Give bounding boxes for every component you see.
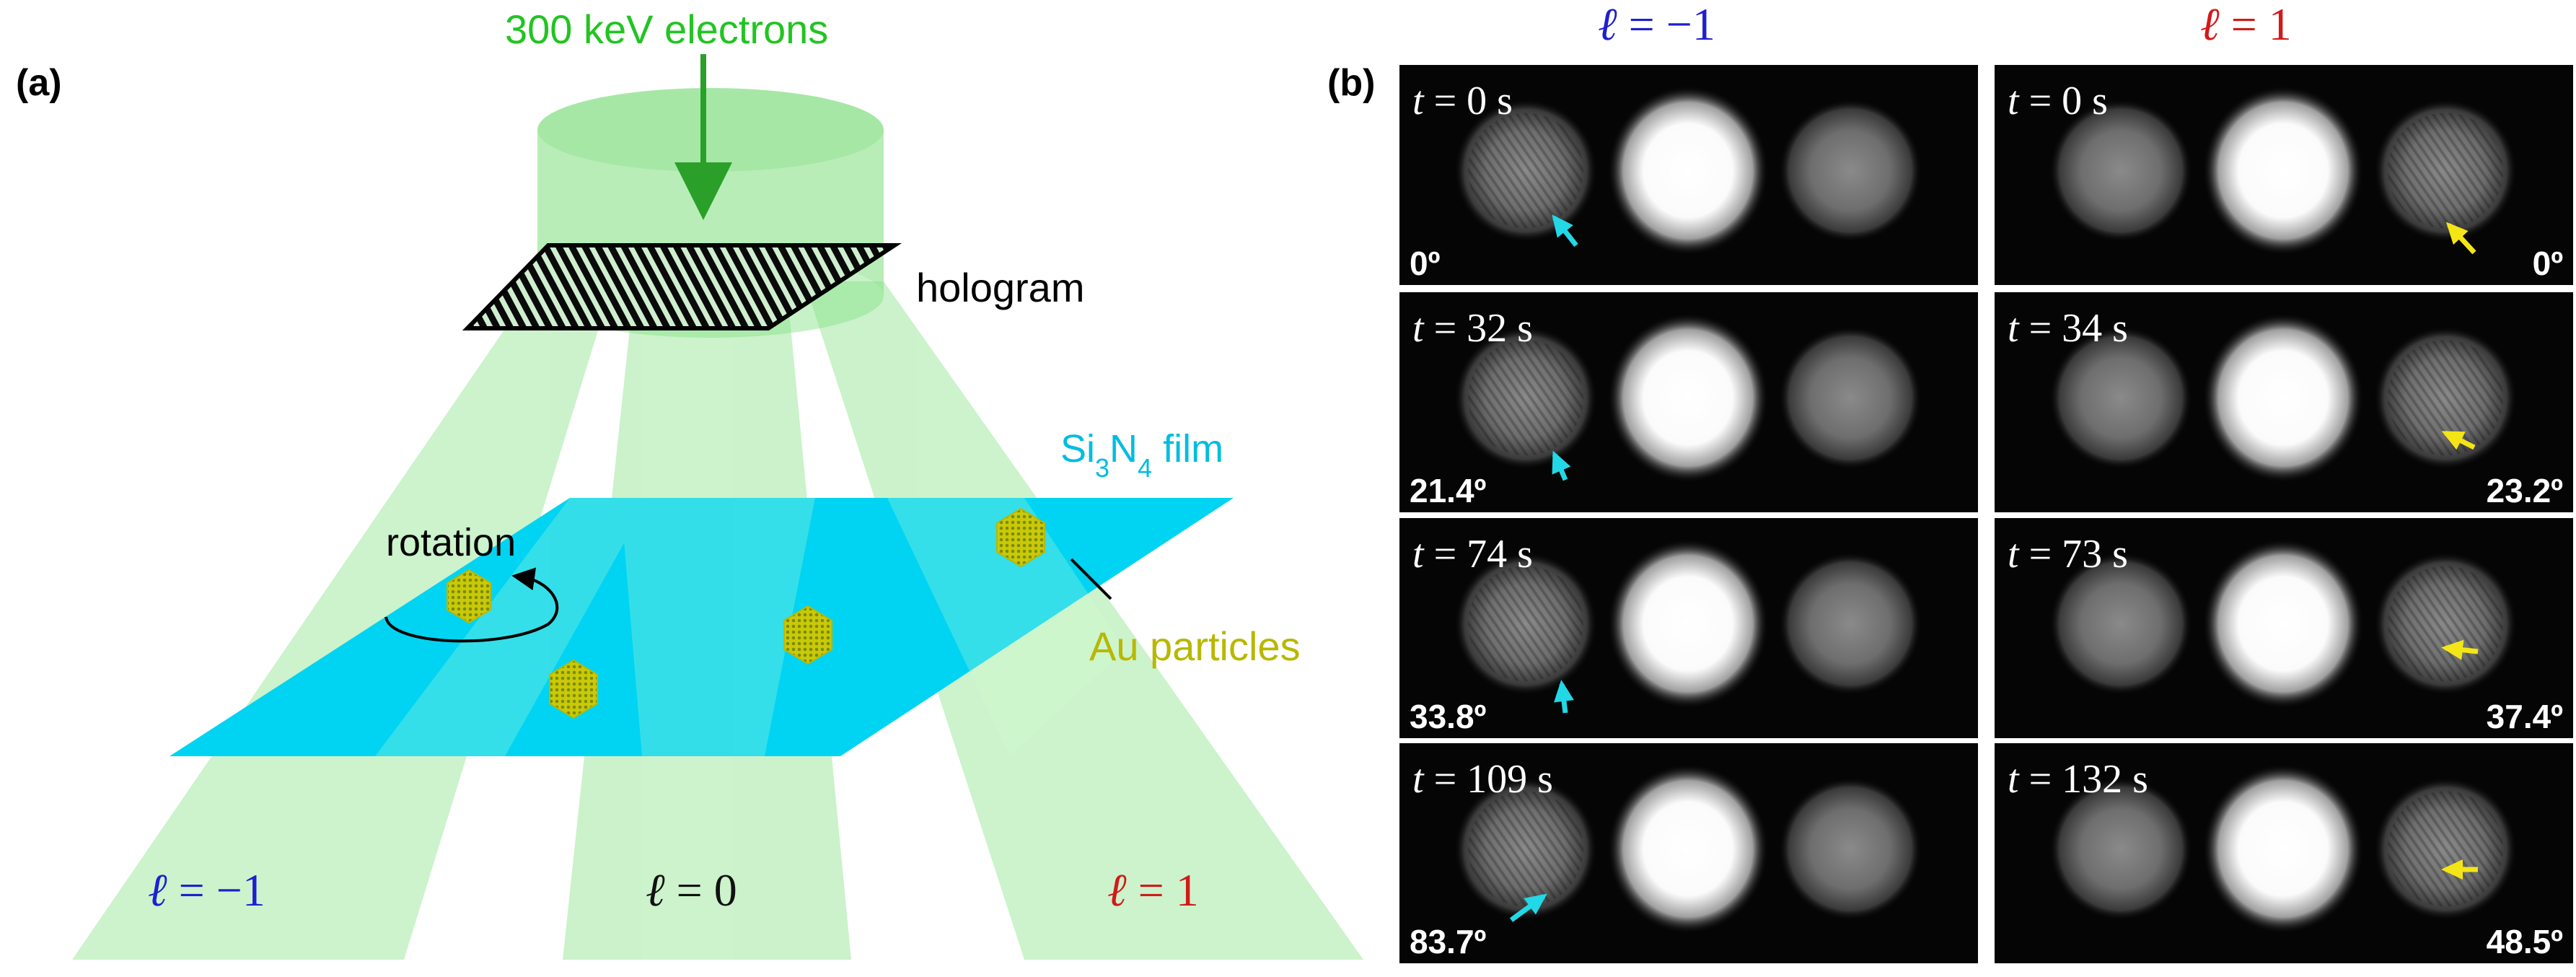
au-particles xyxy=(447,507,1045,719)
column-header-plus1: ℓ = 1 xyxy=(2200,0,2292,50)
center-spot xyxy=(2202,85,2364,256)
angle-label: 37.4º xyxy=(2487,698,2564,735)
angle-label: 83.7º xyxy=(1410,923,1487,960)
time-label: t = 0 s xyxy=(2008,79,2108,123)
au-particle-2 xyxy=(549,659,598,719)
pointer-arrowhead xyxy=(2441,639,2464,660)
si3n4-film xyxy=(170,498,1234,756)
rotation-arrow xyxy=(384,567,559,643)
angle-label: 21.4º xyxy=(1410,472,1487,509)
center-spot xyxy=(1607,538,1769,709)
side-spot-right xyxy=(1778,98,1922,243)
lattice-fringes xyxy=(1468,340,1583,456)
frames-grid: t = 0 s 0º t = 32 s 21.4º t = 74 s 33.8º t = 1… xyxy=(1399,65,2573,963)
tem-frame: t = 0 s 0º xyxy=(1399,65,1978,285)
time-label: t = 0 s xyxy=(1412,79,1513,123)
center-spot xyxy=(2202,538,2364,709)
side-spot-left xyxy=(2049,776,2193,921)
time-label: t = 32 s xyxy=(1412,306,1533,351)
au-particle-4 xyxy=(996,507,1045,568)
side-spot-right xyxy=(1778,551,1922,696)
pointer-arrowhead xyxy=(1552,214,1573,238)
panel-b-label: (b) xyxy=(1327,62,1375,104)
side-spot-right xyxy=(1778,776,1922,921)
au-pointer-line xyxy=(1070,558,1112,600)
time-label: t = 73 s xyxy=(2008,532,2128,577)
time-label: t = 132 s xyxy=(2008,757,2148,802)
pointer-arrowhead xyxy=(2441,431,2466,450)
film-label: Si3N4 film xyxy=(1060,427,1223,483)
lattice-fringes xyxy=(2388,113,2503,229)
angle-label: 0º xyxy=(2533,245,2564,282)
column-header-minus1: ℓ = −1 xyxy=(1598,0,1715,50)
time-label: t = 34 s xyxy=(2008,306,2128,351)
hologram-label: hologram xyxy=(916,265,1084,310)
tem-frame: t = 73 s 37.4º xyxy=(1995,518,2573,738)
lattice-fringes xyxy=(1468,566,1583,682)
center-spot xyxy=(1607,312,1769,483)
side-spot-left xyxy=(2049,98,2193,243)
tem-frame: t = 132 s 48.5º xyxy=(1995,743,2573,963)
center-spot xyxy=(1607,85,1769,256)
au-particle-1 xyxy=(447,569,491,624)
au-particle-3 xyxy=(783,605,832,665)
lattice-fringes xyxy=(2388,791,2503,907)
center-spot xyxy=(2202,763,2364,934)
tem-frame: t = 74 s 33.8º xyxy=(1399,518,1978,738)
side-spot-left xyxy=(2049,551,2193,696)
pointer-arrowhead xyxy=(1554,680,1574,703)
pointer-arrowhead xyxy=(1552,450,1571,475)
lattice-fringes xyxy=(2388,340,2503,456)
center-spot xyxy=(1607,763,1769,934)
angle-label: 48.5º xyxy=(2487,923,2564,960)
center-spot xyxy=(2202,312,2364,483)
time-label: t = 109 s xyxy=(1412,757,1553,802)
side-spot-right xyxy=(1778,325,1922,470)
beam-order-plus1-label: ℓ = 1 xyxy=(1107,864,1199,916)
pointer-arrowhead xyxy=(1524,893,1547,915)
diffracted-beams xyxy=(72,281,1363,960)
time-label: t = 74 s xyxy=(1412,532,1533,577)
beam-order-0-label: ℓ = 0 xyxy=(646,864,737,916)
tem-frame: t = 0 s 0º xyxy=(1995,65,2573,285)
angle-label: 23.2º xyxy=(2487,472,2564,509)
panel-a: (a) 300 keV electrons hologram xyxy=(16,6,1363,960)
hologram-grating xyxy=(462,243,902,330)
tem-frame: t = 109 s 83.7º xyxy=(1399,743,1978,963)
pointer-arrowhead xyxy=(2445,222,2469,245)
au-label: Au particles xyxy=(1089,623,1301,669)
rotation-label: rotation xyxy=(386,521,516,564)
beam-overlay xyxy=(375,498,1125,756)
lattice-fringes xyxy=(1468,113,1583,229)
panel-a-label: (a) xyxy=(16,62,62,104)
tem-frame: t = 32 s 21.4º xyxy=(1399,292,1978,512)
side-spot-left xyxy=(2049,325,2193,470)
pointer-arrowhead xyxy=(2441,859,2463,880)
lattice-fringes xyxy=(2388,566,2503,682)
tem-frame: t = 34 s 23.2º xyxy=(1995,292,2573,512)
beam-order-minus1-label: ℓ = −1 xyxy=(148,864,265,916)
angle-label: 33.8º xyxy=(1410,698,1487,735)
angle-label: 0º xyxy=(1410,245,1441,282)
lattice-fringes xyxy=(1468,791,1583,907)
electrons-label: 300 keV electrons xyxy=(505,6,828,52)
